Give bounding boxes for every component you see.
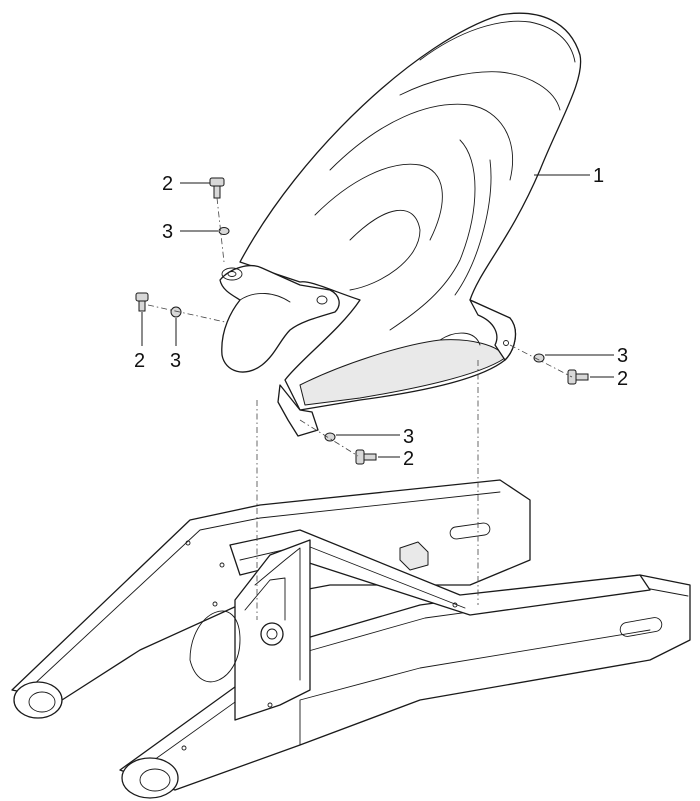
washer-right (533, 353, 545, 363)
screw-top (209, 177, 225, 199)
callout-2-top-screw: 2 (162, 173, 173, 195)
washer-top (218, 227, 230, 235)
leader-lines (141, 174, 614, 458)
callout-2-left-screw: 2 (134, 350, 145, 372)
callout-2-right-screw: 2 (617, 368, 628, 390)
alignment-lines (147, 197, 573, 620)
rear-mudguard (219, 12, 582, 437)
screw-right (567, 369, 589, 385)
callout-3-top-washer: 3 (162, 221, 173, 243)
washer-left (170, 306, 182, 318)
callout-1-mudguard: 1 (593, 165, 604, 187)
callout-2-bottom-screw: 2 (403, 448, 414, 470)
screw-left (135, 292, 149, 312)
screw-bottom (355, 449, 377, 465)
screws-and-washers (135, 177, 589, 465)
swingarm (11, 479, 691, 799)
callout-3-bottom-washer: 3 (403, 426, 414, 448)
callout-3-right-washer: 3 (617, 345, 628, 367)
washer-bottom (324, 432, 336, 442)
callout-labels: 1 2 3 2 3 3 2 3 2 (134, 165, 628, 470)
callout-3-left-washer: 3 (170, 350, 181, 372)
